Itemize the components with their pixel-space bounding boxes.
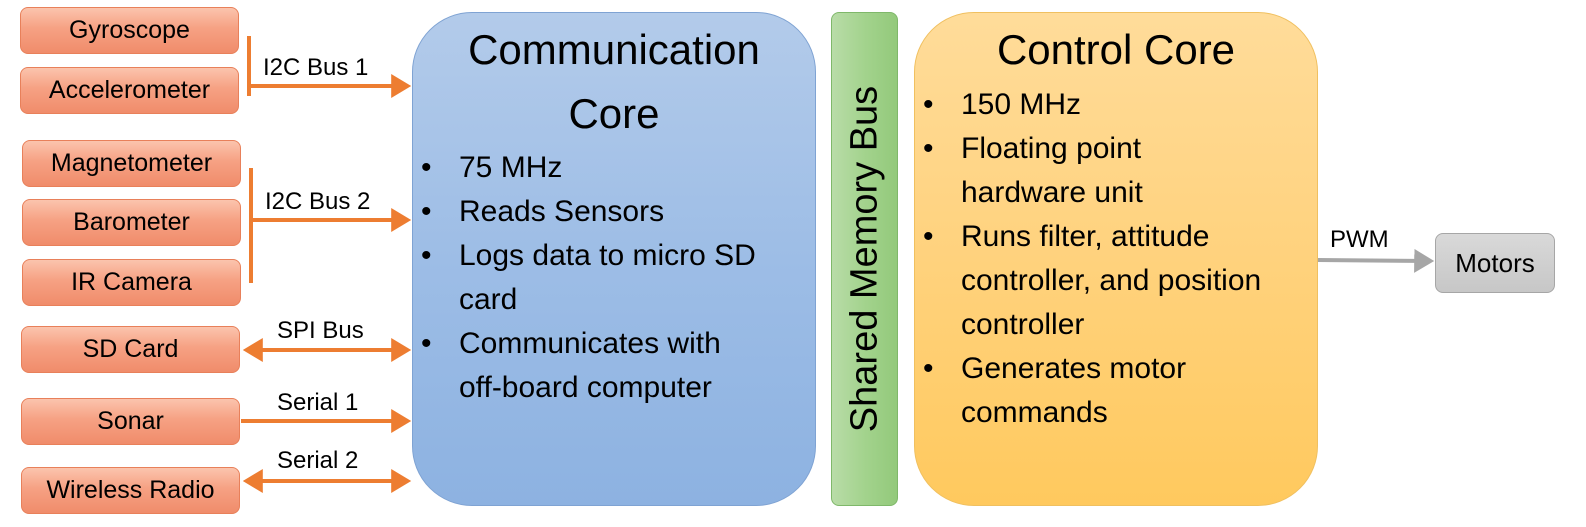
bullet-text: controller <box>961 308 1085 341</box>
bullet-continuation: controller <box>923 303 1261 347</box>
bullet-text: Communicates with <box>459 327 721 360</box>
bullet-text: Runs filter, attitude <box>961 220 1210 253</box>
magnetometer-box: Magnetometer <box>22 140 241 187</box>
bullet-item: • Logs data to micro SD <box>421 234 756 278</box>
bullet-text: 150 MHz <box>961 88 1082 121</box>
bullet-item: • Communicates with <box>421 322 756 366</box>
motors-label: Motors <box>1455 247 1535 278</box>
bullet-item: • 75 MHz <box>421 146 756 190</box>
control-core-title: Control Core <box>996 26 1236 73</box>
bullet-text: Generates motor <box>961 352 1187 385</box>
control-core-bullets: • 150 MHz • Floating point hardware unit •… <box>923 83 1261 435</box>
bullet-item: • Floating point <box>923 127 1261 171</box>
barometer-label: Barometer <box>73 208 190 236</box>
sonar-box: Sonar <box>21 398 240 445</box>
serial-2-label: Serial 2 <box>277 447 359 474</box>
barometer-box: Barometer <box>22 199 241 246</box>
communication-core: Communication Core • 75 MHz • Reads Sensor… <box>412 12 816 506</box>
bullet-icon: • <box>923 220 934 253</box>
bullet-icon: • <box>421 327 432 360</box>
motors-box: Motors <box>1435 233 1555 293</box>
sd-card-label: SD Card <box>82 335 179 363</box>
bullet-item: • Reads Sensors <box>421 190 756 234</box>
bullet-text: commands <box>961 396 1108 429</box>
magnetometer-label: Magnetometer <box>50 149 213 177</box>
sd-card-box: SD Card <box>21 326 240 373</box>
spi-bus-label: SPI Bus <box>277 317 364 344</box>
shared-memory-bus: Shared Memory Bus <box>831 12 898 506</box>
accelerometer-label: Accelerometer <box>48 76 211 104</box>
bullet-icon: • <box>421 239 432 272</box>
bullet-text: hardware unit <box>961 176 1143 209</box>
ir-camera-box: IR Camera <box>22 259 241 306</box>
bullet-icon: • <box>923 352 934 385</box>
bullet-continuation: controller, and position <box>923 259 1261 303</box>
bullet-continuation: card <box>421 278 756 322</box>
bullet-text: Floating point <box>961 132 1142 165</box>
serial-1-label: Serial 1 <box>277 389 359 416</box>
control-core: Control Core • 150 MHz • Floating point ha… <box>914 12 1318 506</box>
i2c-bus-1-label: I2C Bus 1 <box>263 54 369 81</box>
i2c-bus-2-label: I2C Bus 2 <box>265 188 371 215</box>
bullet-text: Reads Sensors <box>459 195 665 228</box>
wireless-radio-box: Wireless Radio <box>21 467 240 514</box>
bullet-text: 75 MHz <box>459 151 563 184</box>
bullet-continuation: off-board computer <box>421 366 756 410</box>
bullet-icon: • <box>421 151 432 184</box>
shared-memory-bus-label: Shared Memory Bus <box>843 85 885 433</box>
bullet-text: controller, and position <box>961 264 1262 297</box>
sonar-label: Sonar <box>97 407 164 435</box>
pwm-label: PWM <box>1330 226 1389 253</box>
bullet-item: • Generates motor <box>923 347 1261 391</box>
bullet-icon: • <box>421 195 432 228</box>
bullet-continuation: commands <box>923 391 1261 435</box>
bullet-icon: • <box>923 88 934 121</box>
communication-core-title-line2: Core <box>568 90 660 137</box>
bullet-text: off-board computer <box>459 371 712 404</box>
accelerometer-box: Accelerometer <box>20 67 239 114</box>
bullet-text: Logs data to micro SD <box>459 239 756 272</box>
communication-core-bullets: • 75 MHz • Reads Sensors • Logs data to mic… <box>421 146 756 410</box>
wireless-radio-label: Wireless Radio <box>46 476 215 504</box>
pwm-arrow <box>1317 248 1435 273</box>
bullet-continuation: hardware unit <box>923 171 1261 215</box>
ir-camera-label: IR Camera <box>71 268 192 296</box>
bullet-item: • Runs filter, attitude <box>923 215 1261 259</box>
communication-core-title-line1: Communication <box>468 26 760 73</box>
gyroscope-label: Gyroscope <box>69 16 190 44</box>
bullet-item: • 150 MHz <box>923 83 1261 127</box>
bullet-text: card <box>459 283 518 316</box>
bullet-icon: • <box>923 132 934 165</box>
gyroscope-box: Gyroscope <box>20 7 239 54</box>
